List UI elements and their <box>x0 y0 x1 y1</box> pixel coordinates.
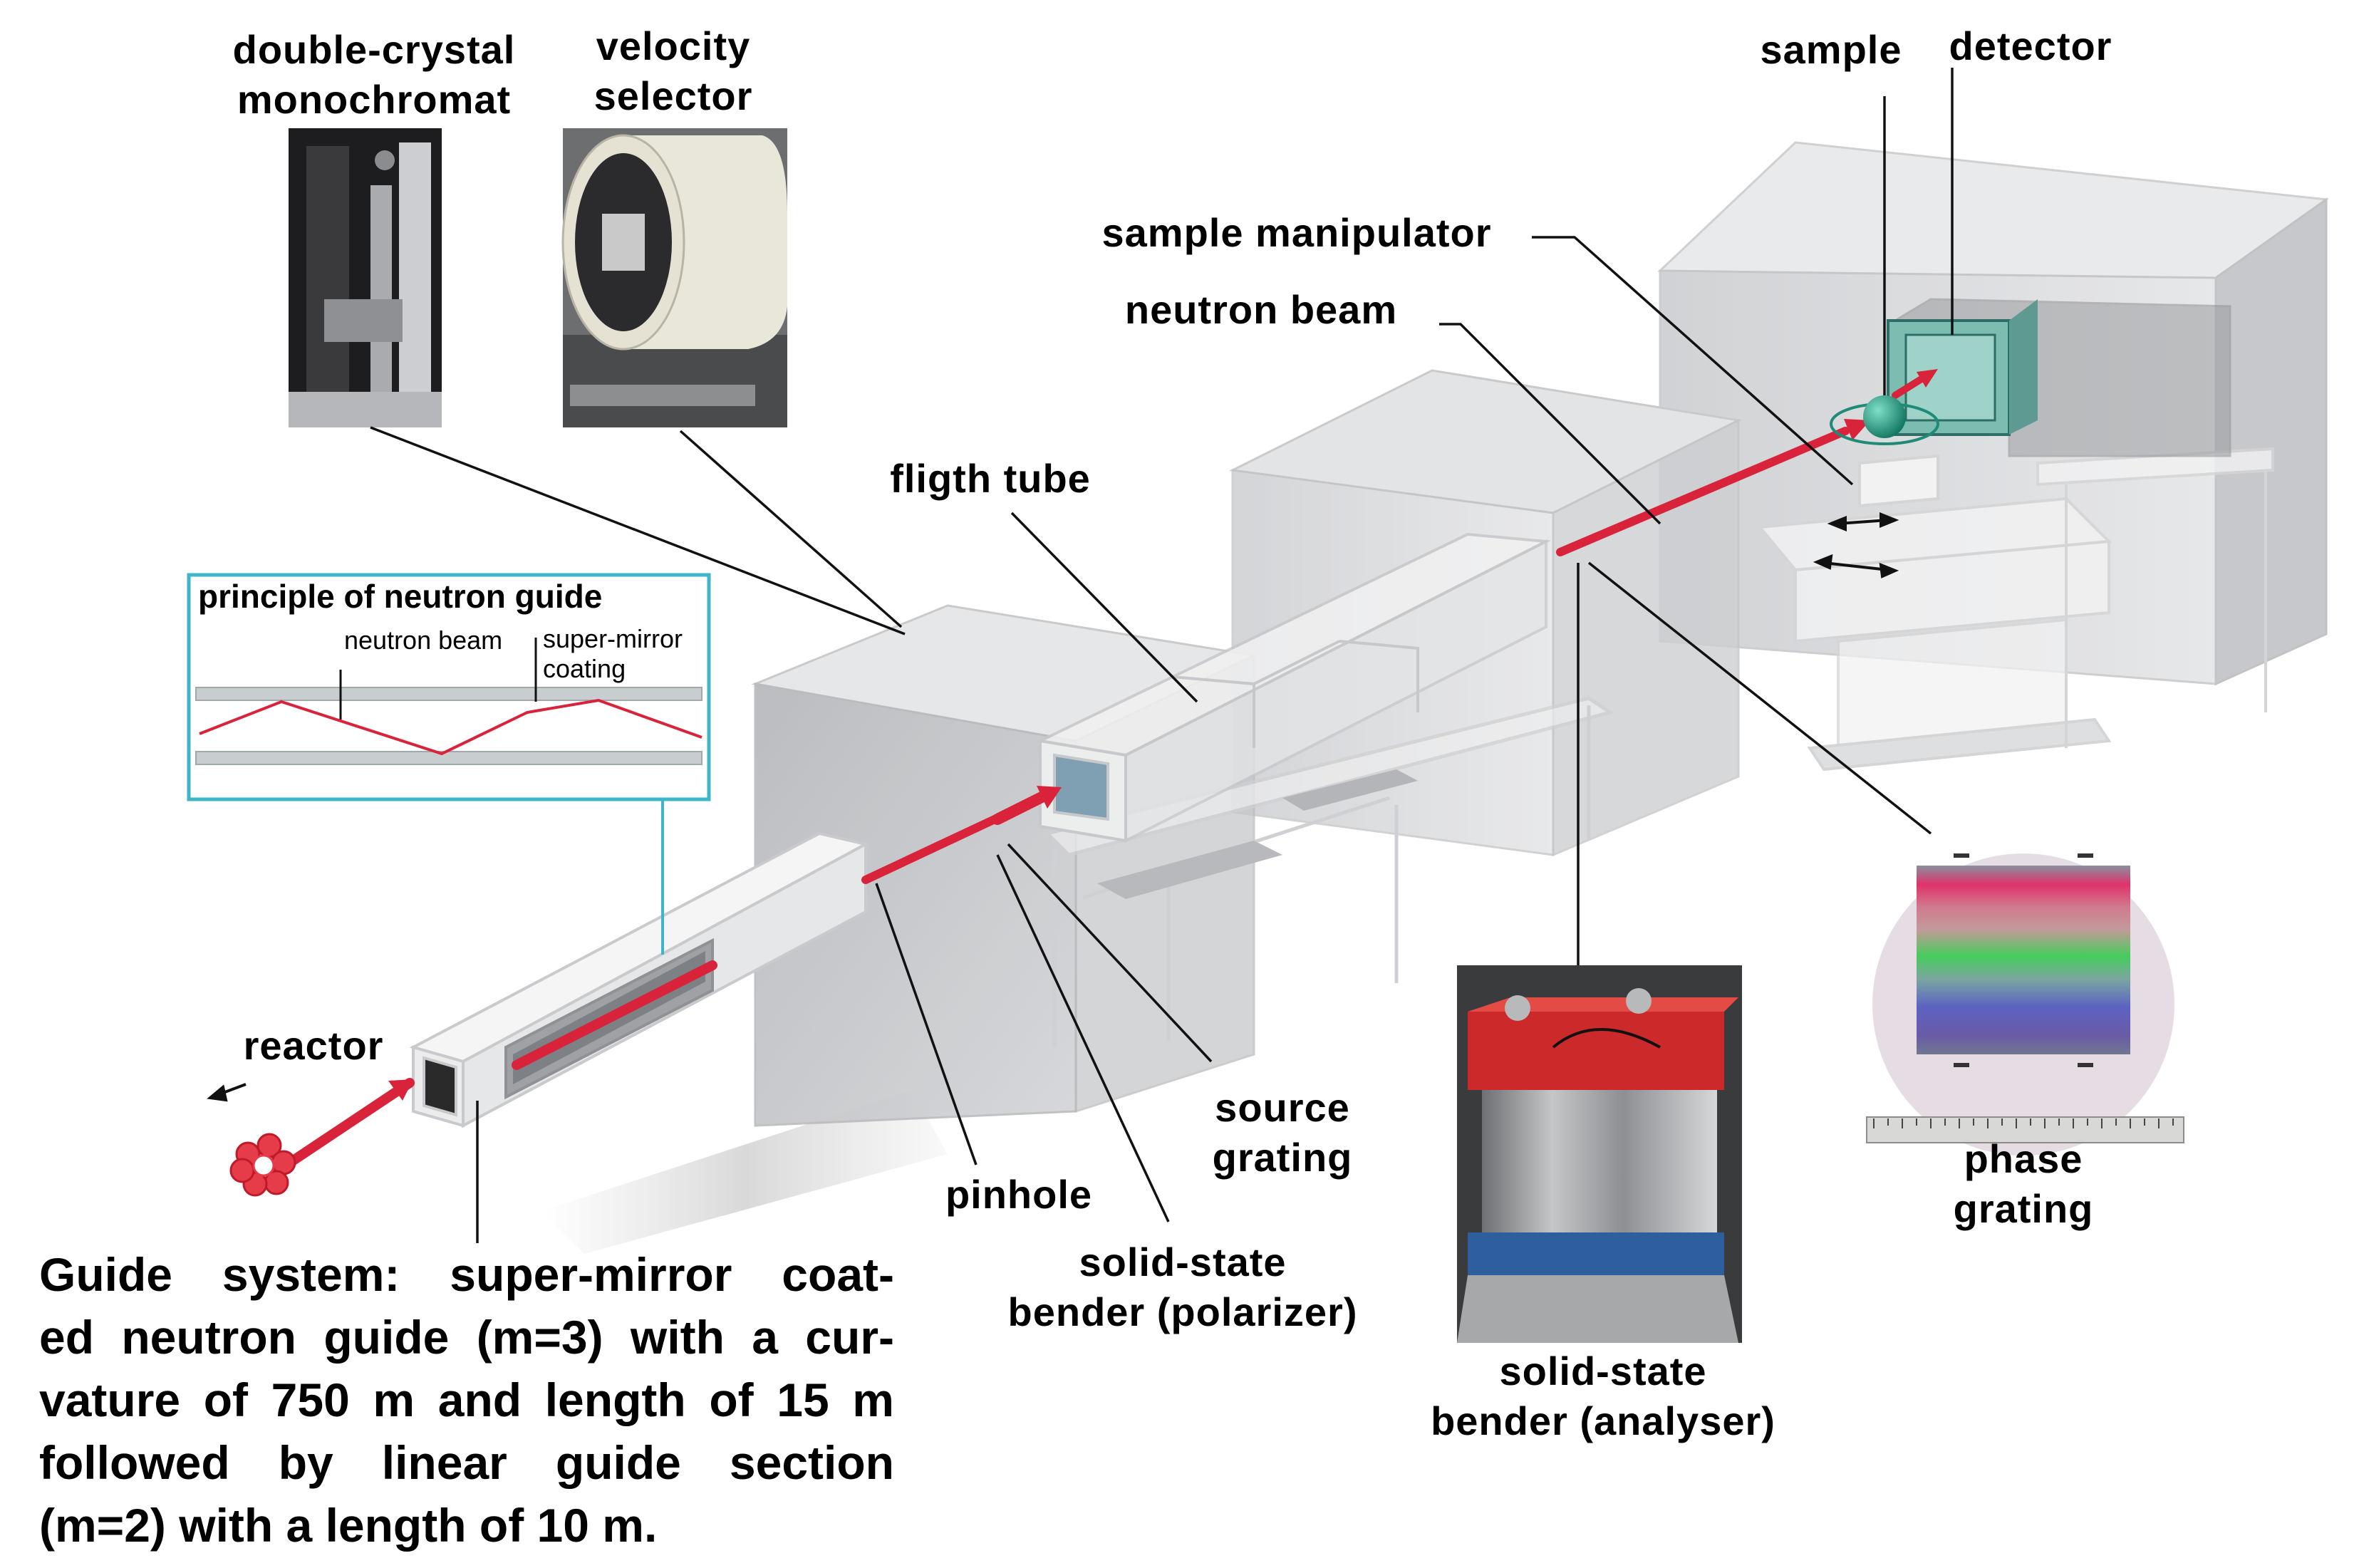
label-bender-analyser: solid-state bender (analyser) <box>1431 1349 1775 1443</box>
back-shield-top <box>1657 141 2330 279</box>
bender-analyser-photo <box>1457 965 1742 1343</box>
table-top-dark-2 <box>1282 769 1418 811</box>
floor-shadow <box>541 1090 948 1254</box>
label-source-grating: source grating <box>1212 1085 1353 1180</box>
guide-system-caption: Guide system: super-mirror coat- ed neut… <box>39 1248 894 1552</box>
label-reactor: reactor <box>243 1023 384 1068</box>
ruler <box>1866 1116 2184 1143</box>
guide-inset <box>187 573 711 955</box>
label-flight-tube: fligth tube <box>890 456 1091 501</box>
beam-arrowheads <box>388 369 1938 1101</box>
monochromator-photo <box>289 128 442 427</box>
stage-arrows <box>1813 512 1899 578</box>
sample-ball <box>1830 395 1939 445</box>
sample-stage <box>1757 447 2274 772</box>
neutron-beam <box>276 374 1927 1173</box>
leader-lines <box>370 68 1954 1243</box>
table-top-dark <box>1097 841 1282 899</box>
label-phase-grating: phase grating <box>1953 1136 2094 1231</box>
inset-title: principle of neutron guide <box>198 578 603 615</box>
mid-shield-side <box>1552 418 1740 857</box>
velocity-selector-photo <box>561 128 787 427</box>
label-pinhole: pinhole <box>945 1172 1093 1217</box>
label-sample: sample <box>1760 27 1902 72</box>
inset-beam-label: neutron beam <box>344 625 503 655</box>
flight-tube <box>1035 532 1552 843</box>
reactor-arrow <box>207 1083 247 1102</box>
label-bender-polarizer: solid-state bender (polarizer) <box>1007 1240 1358 1334</box>
label-sample-manipulator: sample manipulator <box>1101 210 1492 255</box>
detector-housing <box>1887 298 2231 457</box>
phase-grating-photo <box>1872 853 2174 1156</box>
inset-coating-label: super-mirror coating <box>543 624 683 683</box>
label-detector: detector <box>1949 24 2112 68</box>
label-monochromator: double-crystal monochromat <box>232 27 516 122</box>
back-shield-right <box>2214 197 2328 686</box>
reactor-icon <box>229 1133 296 1197</box>
label-neutron-beam: neutron beam <box>1124 287 1398 332</box>
label-velocity-selector: velocity selector <box>593 24 753 118</box>
